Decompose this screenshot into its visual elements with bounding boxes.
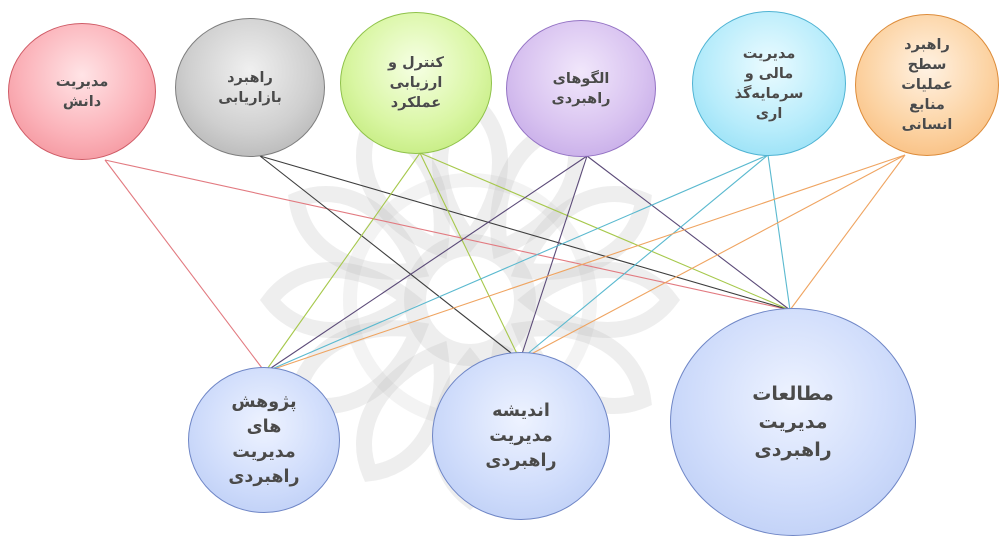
link-marketing-to-thinking	[259, 155, 521, 361]
link-finance-to-research	[264, 154, 769, 373]
watermark-petal	[510, 186, 652, 280]
link-finance-to-studies	[767, 154, 791, 311]
link-control-to-research	[264, 152, 421, 373]
link-hr-to-thinking	[519, 154, 906, 361]
link-patterns-to-research	[264, 155, 588, 373]
watermark-petal	[288, 186, 430, 280]
watermark-petal	[259, 262, 423, 338]
link-patterns-to-studies	[586, 155, 791, 311]
link-knowledge-to-research	[104, 159, 266, 373]
link-control-to-thinking	[419, 152, 521, 361]
link-knowledge-to-studies	[104, 159, 791, 311]
link-finance-to-thinking	[519, 154, 769, 361]
watermark-petal	[517, 262, 681, 338]
link-hr-to-research	[264, 154, 906, 373]
link-marketing-to-studies	[259, 155, 791, 311]
link-patterns-to-thinking	[519, 155, 588, 361]
link-hr-to-studies	[789, 154, 906, 311]
link-control-to-studies	[419, 152, 791, 311]
